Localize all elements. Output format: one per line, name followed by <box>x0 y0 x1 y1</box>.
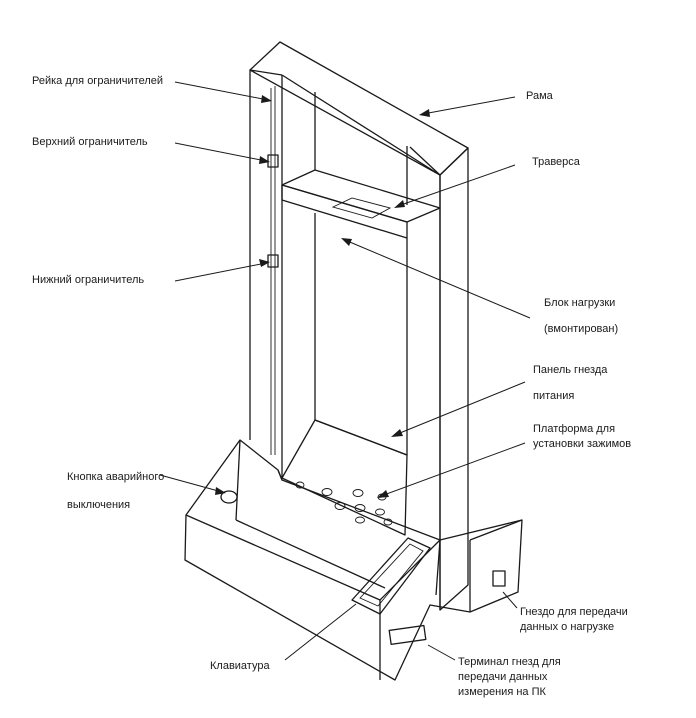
label-keyboard: Клавиатура <box>210 660 270 672</box>
label-pc-terminal: Терминал гнезд для передачи данных измер… <box>458 656 561 698</box>
label-emergency-button: Кнопка аварийного выключения <box>67 471 165 511</box>
label-frame: Рама <box>526 90 553 102</box>
label-lower-limiter: Нижний ограничитель <box>32 274 145 286</box>
keyboard-panel <box>351 537 431 615</box>
base-housing <box>184 439 523 681</box>
label-clamp-platform: Платформа для установки зажимов <box>533 423 632 450</box>
frame <box>249 41 469 611</box>
load-data-socket <box>492 570 506 587</box>
pc-terminal-socket <box>388 624 427 645</box>
label-upper-limiter: Верхний ограничитель <box>32 136 148 148</box>
label-power-panel: Панель гнезда питания <box>533 364 608 402</box>
emergency-button <box>220 490 238 504</box>
label-load-data-socket: Гнездо для передачи данных о нагрузке <box>520 606 628 633</box>
clamp-platform <box>281 419 408 536</box>
label-load-unit: Блок нагрузки (вмонтирован) <box>544 297 619 335</box>
leader-lines <box>159 81 531 661</box>
crosshead <box>281 169 441 239</box>
limiter-rack <box>267 86 279 455</box>
label-crosshead: Траверса <box>532 156 580 168</box>
label-limiter-rack: Рейка для ограничителей <box>32 75 164 87</box>
